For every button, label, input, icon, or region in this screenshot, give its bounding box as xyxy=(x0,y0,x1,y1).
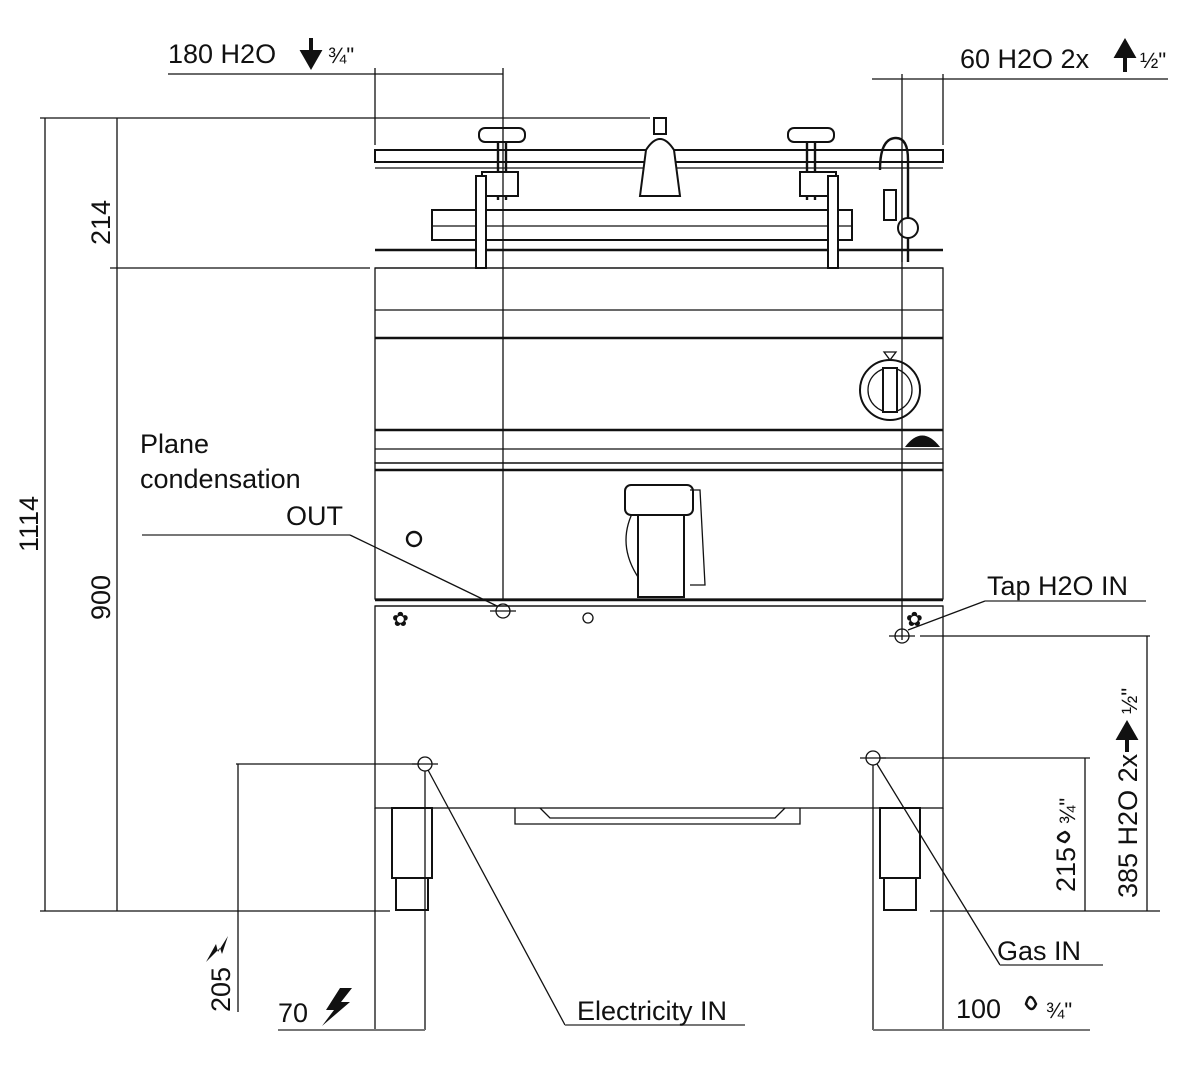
label-electricity-in: Electricity IN xyxy=(577,996,727,1026)
right-water-dimension: 385 H2O 2x ½" xyxy=(1113,688,1143,898)
dimension-lines xyxy=(40,68,1168,1031)
lower-cabinet xyxy=(374,605,944,809)
top-left-dimension: 180 H2O 🡇 ¾" xyxy=(168,38,354,71)
lid-knob-left[interactable] xyxy=(475,127,526,269)
vent xyxy=(638,138,682,197)
condensation-out-point xyxy=(490,603,516,619)
dim-fraction: ½" xyxy=(1140,48,1166,73)
label-plane: Plane xyxy=(140,429,209,459)
leg-right xyxy=(879,807,921,911)
bottom-gas-dimension: 100 ¾" xyxy=(956,994,1072,1024)
dim-100: 100 xyxy=(956,994,1001,1024)
dim-60-h2o: 60 H2O 2x xyxy=(960,44,1090,74)
arrow-up-icon xyxy=(1115,719,1139,752)
appliance: ✿ ✿ xyxy=(374,117,944,911)
label-condensation: condensation xyxy=(140,464,301,494)
control-knob[interactable] xyxy=(859,351,921,421)
dim-fraction: ¾" xyxy=(328,43,354,68)
label-gas-in: Gas IN xyxy=(997,936,1081,966)
flame-icon xyxy=(1024,995,1038,1011)
dim-70: 70 xyxy=(278,998,308,1028)
drain-indicator xyxy=(405,530,423,548)
lightning-icon xyxy=(206,936,228,962)
brand-logo xyxy=(905,435,940,447)
flame-icon xyxy=(1056,830,1071,844)
dim-215: 215 xyxy=(1051,847,1081,892)
dim-205: 205 xyxy=(206,967,236,1012)
label-out: OUT xyxy=(286,501,343,531)
dim-fraction: ½" xyxy=(1117,688,1142,714)
tilt-motor xyxy=(624,484,706,598)
left-electric-dimension: 205 xyxy=(206,936,236,1012)
arrow-down-icon xyxy=(299,38,323,71)
dim-fraction: ¾" xyxy=(1055,798,1080,824)
lid xyxy=(431,209,853,241)
arrow-up-icon xyxy=(1113,37,1137,72)
dim-1114: 1114 xyxy=(14,496,44,552)
dim-900: 900 xyxy=(86,575,116,620)
control-panel xyxy=(374,267,944,464)
leg-left xyxy=(391,807,433,911)
screw-left: ✿ xyxy=(392,609,409,631)
dim-214: 214 xyxy=(86,200,116,245)
label-tap-water-in: Tap H2O IN xyxy=(987,571,1128,601)
top-right-dimension: 60 H2O 2x ½" xyxy=(960,37,1166,74)
dim-fraction: ¾" xyxy=(1046,998,1072,1023)
dim-180-h2o: 180 H2O xyxy=(168,39,276,69)
dim-385-h2o: 385 H2O 2x xyxy=(1113,753,1143,898)
connection-points xyxy=(412,603,915,772)
right-gas-dimension: 215 ¾" xyxy=(1051,798,1081,892)
bottom-electric-dimension: 70 xyxy=(278,988,352,1028)
lightning-icon xyxy=(322,988,352,1026)
